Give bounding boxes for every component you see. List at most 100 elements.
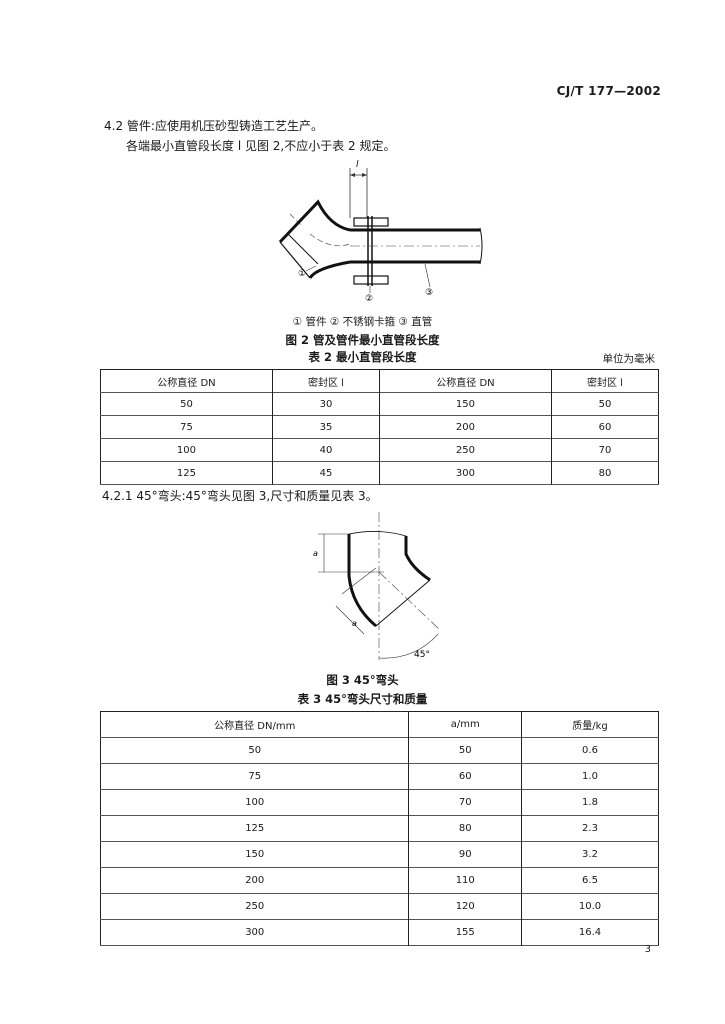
table-cell: 200	[378, 415, 552, 439]
table-row: 75 60 1.0	[100, 763, 659, 790]
figure-2-legend: ① 管件 ② 不锈钢卡箍 ③ 直管	[292, 316, 433, 328]
coupling-bottom	[353, 275, 389, 285]
table-cell: 155	[408, 919, 522, 946]
table-cell: 90	[408, 841, 522, 868]
table-cell: 80	[550, 461, 659, 485]
table-row: 125 45 300 80	[100, 461, 659, 485]
fitting-outer-wall	[308, 260, 351, 279]
table-row: 300 155 16.4	[100, 919, 659, 946]
table-cell: 45	[271, 461, 380, 485]
table-2-title: 表 2 最小直管段长度	[308, 350, 417, 364]
callout-1: ①	[298, 269, 306, 279]
table-cell: 1.8	[520, 789, 659, 816]
table-cell: 125	[176, 467, 196, 479]
table-cell: 50	[408, 737, 522, 764]
table-row: 50 30 150 50	[100, 392, 659, 416]
table-cell: 70	[550, 438, 659, 462]
table-cell: 35	[271, 415, 380, 439]
fitting-inner-wall	[278, 199, 351, 244]
table-cell: 110	[408, 867, 522, 894]
table-row: 100 40 250 70	[100, 438, 659, 462]
figure-2-pipe-diagram: l ① ② ③	[278, 160, 483, 304]
elbow-bottom-end	[375, 579, 431, 627]
table-cell: 250	[378, 438, 552, 462]
callout-2: ②	[365, 294, 373, 304]
standard-number: CJ/T 177—2002	[556, 84, 661, 98]
pipe-break	[479, 227, 483, 265]
elbow-top-end	[348, 531, 407, 537]
table-2-header: 公称直径 DN	[157, 377, 216, 389]
table-cell: 150	[378, 392, 552, 416]
table-cell: 2.3	[520, 815, 659, 842]
table-3-title: 表 3 45°弯头尺寸和质量	[297, 692, 428, 706]
table-2: 公称直径 DN 密封区 l 公称直径 DN 密封区 l 50 30 150 50…	[100, 369, 659, 485]
table-cell: 75	[180, 421, 193, 433]
table-3-header-row: 公称直径 DN/mm a/mm 质量/kg	[100, 711, 659, 738]
angle-arc	[378, 633, 439, 659]
fitting-centerline	[289, 213, 351, 246]
dim-arrow-left	[350, 173, 355, 177]
dim-a-diagonal-line	[335, 605, 365, 635]
table-row: 250 120 10.0	[100, 893, 659, 920]
dim-a-diagonal-label: a	[352, 619, 357, 628]
elbow-outer-wall	[347, 534, 377, 628]
fitting-end	[279, 241, 311, 279]
table-2-unit: 单位为毫米	[602, 353, 656, 365]
table-cell: 70	[408, 789, 522, 816]
table-row: 100 70 1.8	[100, 789, 659, 816]
table-row: 125 80 2.3	[100, 815, 659, 842]
table-cell: 50	[180, 398, 193, 410]
table-cell: 40	[271, 438, 380, 462]
table-cell: 0.6	[520, 737, 659, 764]
coupling-top	[353, 217, 389, 227]
figure-3-caption: 图 3 45°弯头	[326, 673, 399, 687]
figure-3-elbow-diagram: a a 45°	[313, 512, 441, 660]
table-cell: 100	[245, 797, 265, 808]
table-3-header: 质量/kg	[520, 711, 659, 738]
diagonal-axis	[378, 571, 441, 631]
table-cell: 16.4	[520, 919, 659, 946]
figure-2-caption: 图 2 管及管件最小直管段长度	[285, 333, 440, 347]
elbow-section-line-diagonal	[341, 567, 377, 595]
table-cell: 300	[245, 927, 265, 938]
table-cell: 120	[408, 893, 522, 920]
dim-l-label: l	[356, 160, 359, 170]
table-3-header: 公称直径 DN/mm	[214, 721, 296, 732]
table-2-header: 密封区 l	[550, 369, 659, 393]
table-row: 75 35 200 60	[100, 415, 659, 439]
table-cell: 60	[408, 763, 522, 790]
section-4-2-line2: 各端最小直管段长度 l 见图 2,不应小于表 2 规定。	[126, 139, 396, 153]
callout-1-leader	[305, 265, 317, 272]
table-cell: 50	[550, 392, 659, 416]
table-2-header: 公称直径 DN	[378, 369, 552, 393]
table-cell: 60	[550, 415, 659, 439]
table-cell: 75	[248, 771, 262, 782]
fitting-face	[287, 233, 319, 265]
callout-3: ③	[425, 288, 433, 298]
table-cell: 300	[378, 461, 552, 485]
dim-arrow-right	[362, 173, 367, 177]
elbow-inner-wall	[404, 536, 431, 582]
table-3: 公称直径 DN/mm a/mm 质量/kg 50 50 0.6 75 60 1.…	[100, 711, 659, 946]
page-number: 3	[644, 944, 651, 955]
table-cell: 250	[245, 901, 265, 912]
angle-label: 45°	[414, 650, 430, 660]
table-row: 50 50 0.6	[100, 737, 659, 764]
section-4-2-line1: 4.2 管件:应使用机压砂型铸造工艺生产。	[104, 119, 323, 133]
table-2-header: 密封区 l	[271, 369, 380, 393]
callout-3-leader	[424, 263, 431, 288]
table-row: 150 90 3.2	[100, 841, 659, 868]
table-2-header-row: 公称直径 DN 密封区 l 公称直径 DN 密封区 l	[100, 369, 659, 393]
table-cell: 50	[248, 745, 262, 756]
table-cell: 80	[408, 815, 522, 842]
table-cell: 100	[176, 444, 196, 456]
table-cell: 6.5	[520, 867, 659, 894]
table-cell: 10.0	[520, 893, 659, 920]
table-cell: 30	[271, 392, 380, 416]
section-4-2-1: 4.2.1 45°弯头:45°弯头见图 3,尺寸和质量见表 3。	[102, 489, 378, 503]
table-3-header: a/mm	[408, 711, 522, 738]
table-cell: 3.2	[520, 841, 659, 868]
table-cell: 150	[245, 849, 265, 860]
dim-a-vertical-label: a	[313, 549, 318, 558]
table-cell: 125	[245, 823, 265, 834]
